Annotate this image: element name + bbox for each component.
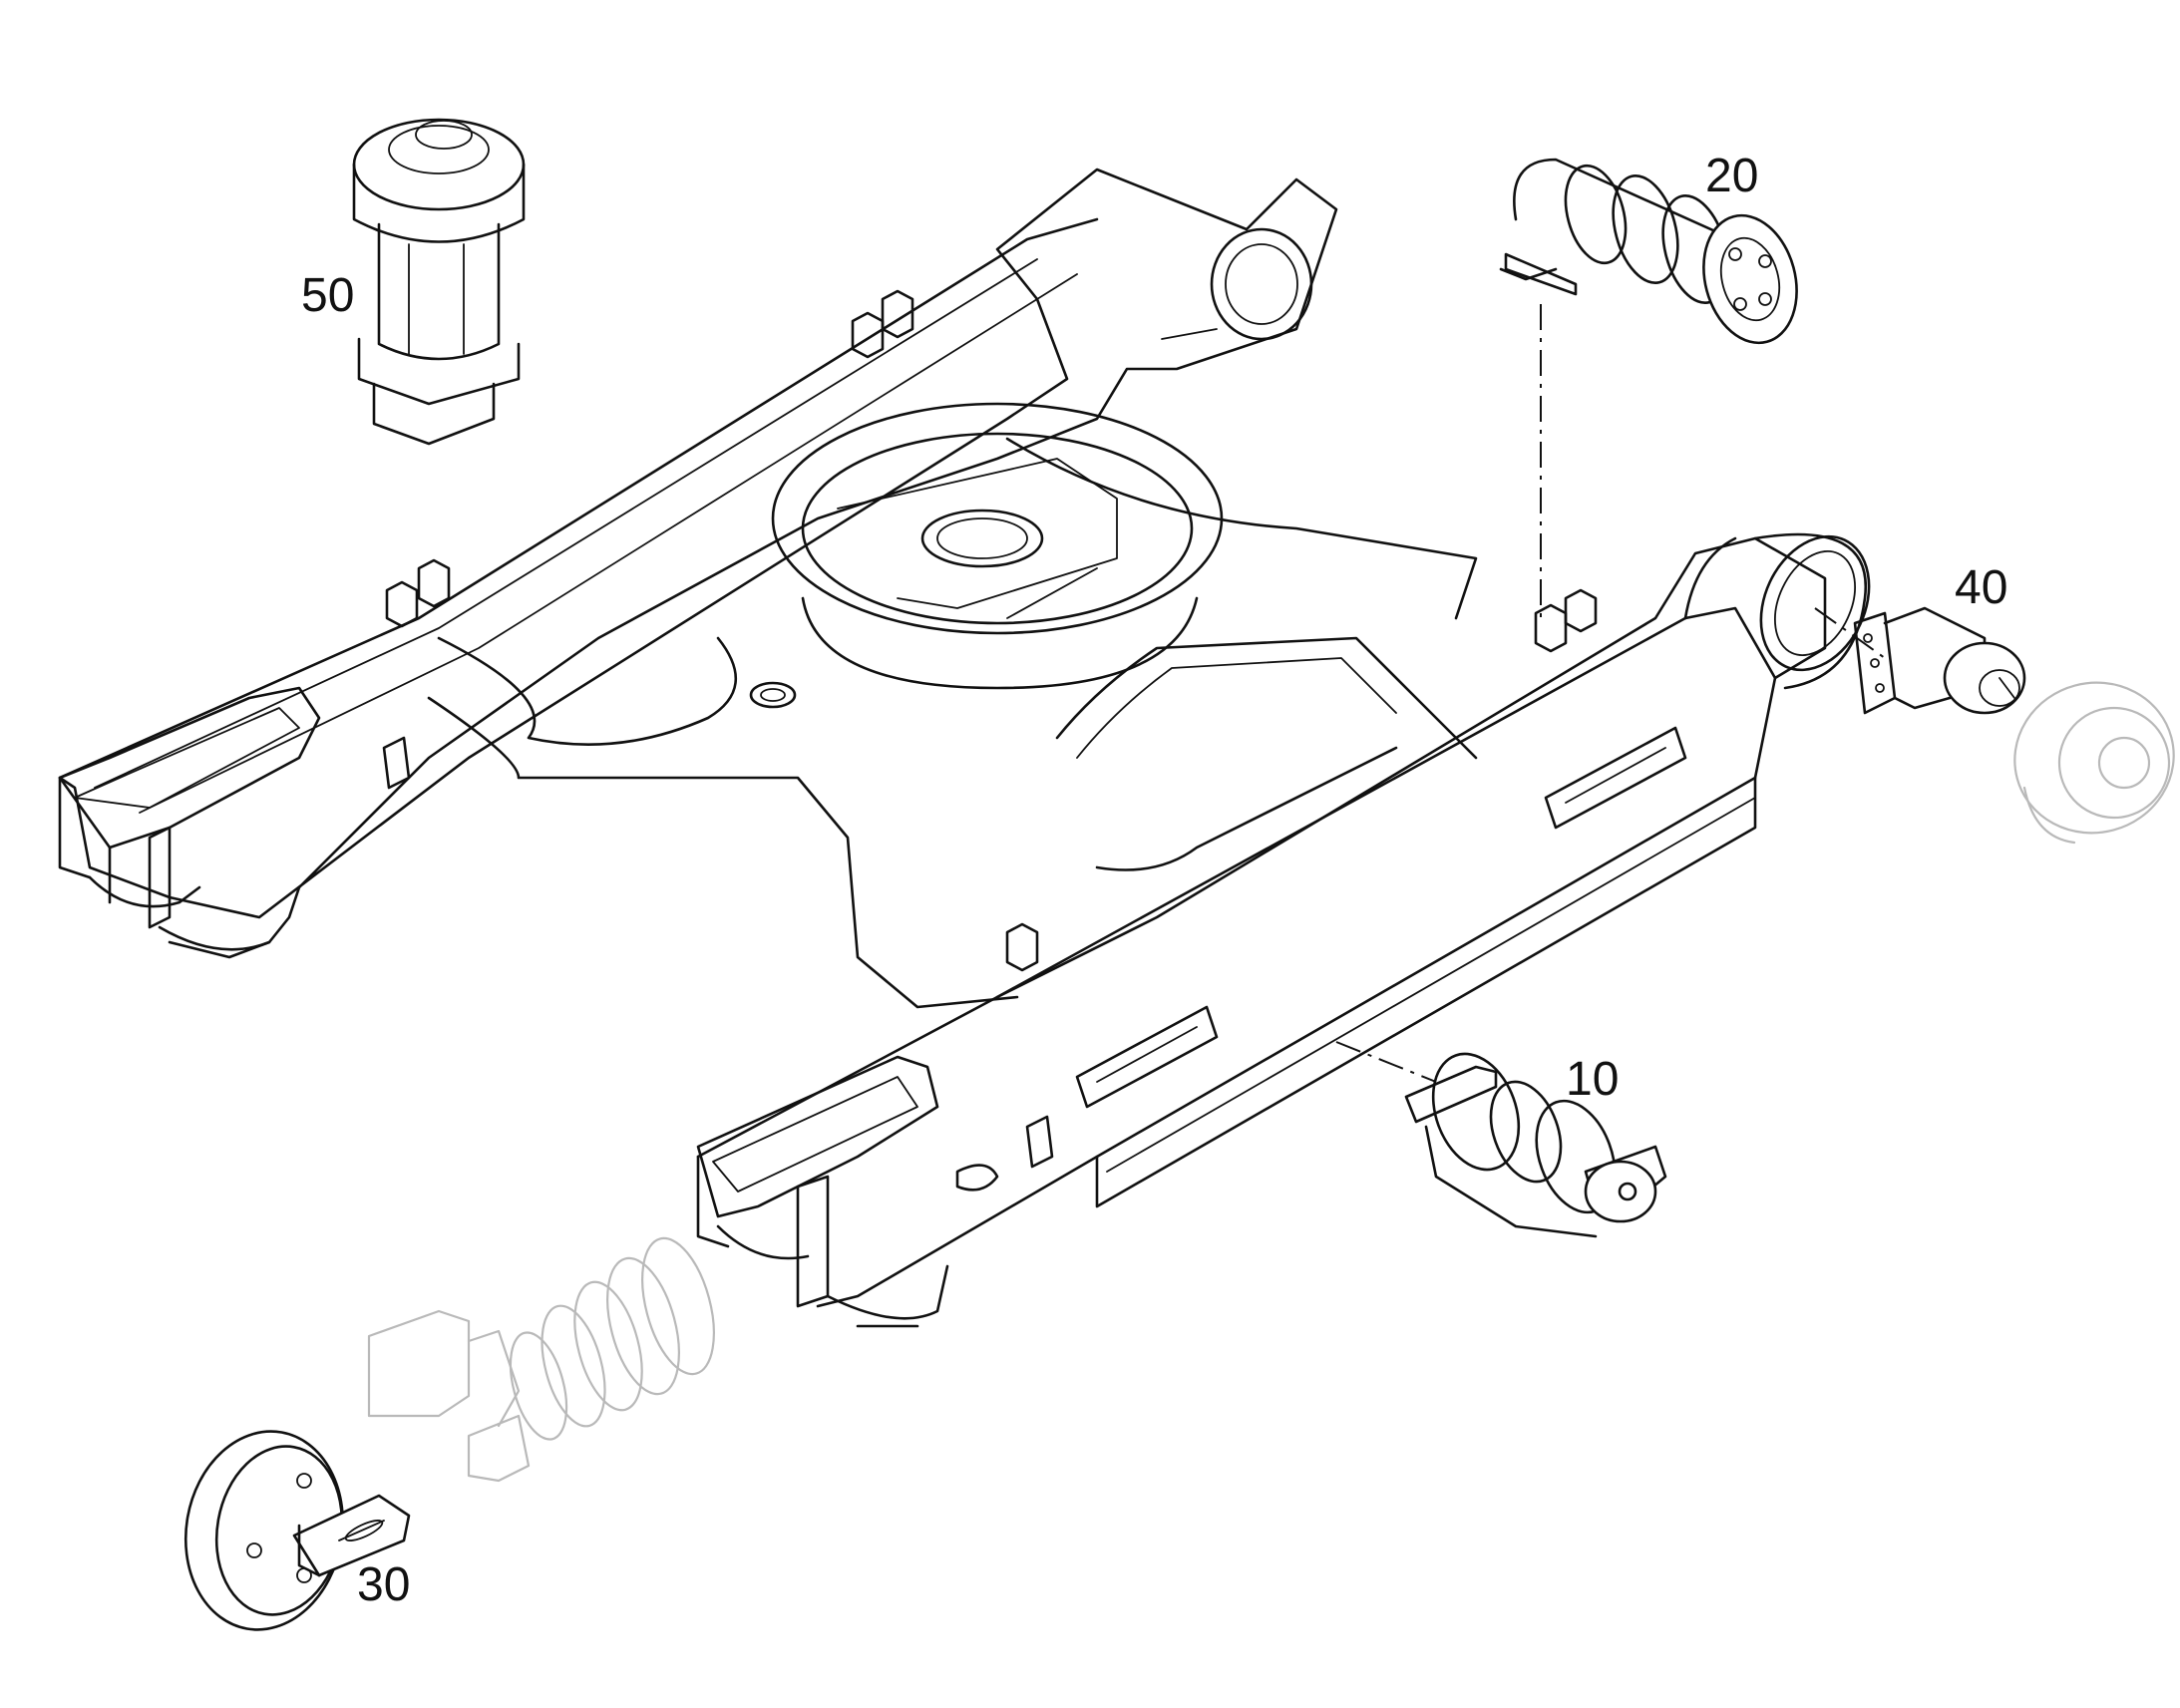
part-10-track-roller — [1404, 1052, 1667, 1238]
callout-50: 50 — [301, 269, 354, 322]
callout-20: 20 — [1705, 150, 1758, 202]
part-50-swivel-joint — [352, 118, 526, 446]
leader-lines — [1335, 304, 1886, 1083]
callout-40: 40 — [1955, 561, 2007, 614]
leader-10 — [1335, 1041, 1437, 1083]
leader-40 — [1814, 607, 1886, 659]
callout-10: 10 — [1566, 1053, 1619, 1106]
track-frame — [58, 168, 1871, 1328]
part-40-final-drive-ghost — [2013, 681, 2175, 845]
part-30-idler-wheel — [183, 1430, 411, 1631]
recoil-spring-ghost — [367, 1236, 715, 1483]
part-20-carrier-roller — [1499, 158, 1798, 345]
part-40-travel-motor — [1853, 606, 2026, 715]
callout-30: 30 — [357, 1558, 410, 1611]
